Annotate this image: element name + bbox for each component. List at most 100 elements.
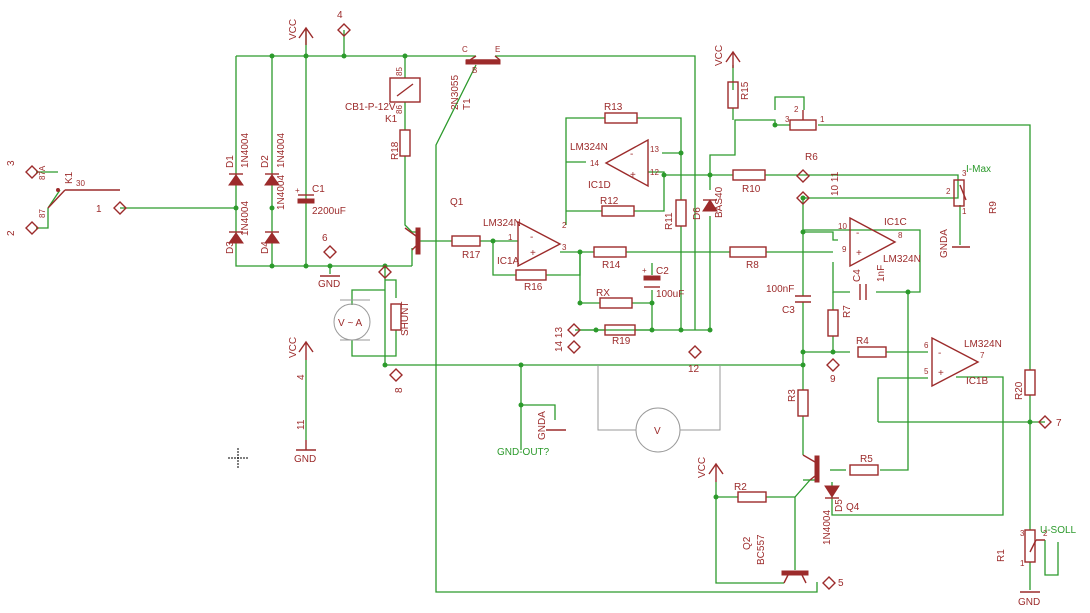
opamp-ic1b: - + LM324N IC1B 6 5 7 bbox=[924, 336, 1002, 388]
svg-text:1: 1 bbox=[820, 115, 825, 124]
svg-text:6: 6 bbox=[924, 341, 929, 350]
pin-label: 3 bbox=[6, 160, 17, 166]
svg-text:-: - bbox=[630, 149, 633, 160]
svg-text:R7: R7 bbox=[842, 305, 853, 318]
resistor-r10: R10 bbox=[732, 169, 766, 195]
svg-text:2: 2 bbox=[794, 105, 799, 114]
svg-text:GND: GND bbox=[318, 279, 340, 290]
gnd-out-label: GND-OUT? bbox=[497, 447, 550, 458]
svg-text:R9: R9 bbox=[988, 201, 999, 214]
svg-text:C1: C1 bbox=[312, 184, 325, 195]
svg-text:D2: D2 bbox=[260, 155, 271, 168]
gnda-symbol: GNDA bbox=[537, 411, 566, 440]
pin-label: 4 bbox=[337, 10, 343, 21]
pin-label: 7 bbox=[1056, 418, 1062, 429]
svg-text:E: E bbox=[495, 45, 500, 54]
svg-text:LM324N: LM324N bbox=[483, 218, 521, 229]
svg-text:LM324N: LM324N bbox=[570, 142, 608, 153]
pin-label: 2 bbox=[6, 230, 17, 236]
pin-label: 9 bbox=[830, 374, 836, 385]
svg-text:1N4004: 1N4004 bbox=[276, 175, 287, 210]
svg-text:RX: RX bbox=[596, 288, 610, 299]
svg-text:2: 2 bbox=[946, 187, 951, 196]
shunt-resistor: SHUNT bbox=[390, 302, 411, 336]
gnd-symbol: GND bbox=[1018, 591, 1040, 608]
resistor-r19: R19 bbox=[604, 324, 636, 347]
opamp-ic1c: - + IC1C LM324N 10 9 8 bbox=[838, 216, 921, 268]
svg-text:C: C bbox=[462, 45, 468, 54]
svg-text:1N4004: 1N4004 bbox=[240, 201, 251, 236]
svg-text:+: + bbox=[295, 186, 300, 195]
svg-text:D1: D1 bbox=[225, 155, 236, 168]
svg-text:IC1D: IC1D bbox=[588, 180, 611, 191]
svg-text:1: 1 bbox=[508, 233, 513, 242]
ammeter: V ~ A bbox=[333, 303, 371, 341]
gnd-symbol: GND bbox=[318, 275, 340, 290]
pin-label: 10 11 bbox=[830, 171, 841, 196]
svg-text:R10: R10 bbox=[742, 184, 761, 195]
relay-switch-k1: 87A 87 30 K1 bbox=[38, 165, 120, 218]
svg-text:IC1A: IC1A bbox=[497, 256, 520, 267]
resistor-r18: R18 bbox=[390, 129, 411, 160]
svg-text:R11: R11 bbox=[664, 212, 675, 230]
svg-text:I-Max: I-Max bbox=[966, 164, 991, 175]
pot-r9: 2 3 1 I-Max R9 bbox=[946, 164, 999, 216]
vcc-symbol: VCC bbox=[288, 19, 314, 45]
svg-text:1N4004: 1N4004 bbox=[240, 133, 251, 168]
resistor-r13: R13 bbox=[604, 102, 638, 124]
svg-text:R14: R14 bbox=[602, 260, 621, 271]
svg-text:R16: R16 bbox=[524, 282, 543, 293]
svg-text:D5: D5 bbox=[834, 499, 845, 512]
svg-text:BC557: BC557 bbox=[756, 534, 767, 565]
svg-text:R12: R12 bbox=[600, 196, 619, 207]
svg-text:GND: GND bbox=[1018, 597, 1040, 608]
svg-text:IC1B: IC1B bbox=[966, 376, 989, 387]
voltmeter: V bbox=[635, 407, 681, 453]
junctions bbox=[233, 53, 1033, 500]
svg-text:1: 1 bbox=[962, 207, 967, 216]
opamp-ic1d: - + LM324N IC1D 14 13 12 bbox=[570, 138, 659, 191]
svg-text:T1: T1 bbox=[462, 98, 473, 110]
pot-r1: 3 2 1 U-SOLL R1 bbox=[996, 525, 1077, 568]
transistor-q2: Q2 BC557 bbox=[742, 534, 809, 584]
diode-d2: D2 1N4004 bbox=[260, 133, 287, 186]
svg-text:GNDA: GNDA bbox=[939, 229, 950, 258]
resistor-r6-label: R6 bbox=[805, 152, 818, 163]
svg-text:3: 3 bbox=[1020, 529, 1025, 538]
pin-label: 1 bbox=[96, 204, 102, 215]
svg-text:C3: C3 bbox=[782, 305, 795, 316]
svg-text:CB1-P-12V: CB1-P-12V bbox=[345, 102, 396, 113]
diode-d6: D6 BAS40 bbox=[692, 186, 725, 220]
vcc-symbol: VCC bbox=[697, 457, 724, 482]
transistor-t1: C E B 2N3055 T1 bbox=[450, 45, 501, 110]
svg-text:U-SOLL: U-SOLL bbox=[1040, 525, 1077, 536]
svg-text:VCC: VCC bbox=[288, 337, 299, 358]
wires bbox=[36, 30, 1059, 593]
svg-text:R2: R2 bbox=[734, 482, 747, 493]
diode-d3: D3 1N4004 bbox=[225, 201, 251, 254]
resistor-r15: R15 bbox=[727, 81, 751, 109]
diode-d4: D4 1N4004 bbox=[260, 175, 287, 254]
pin-label: 4 bbox=[296, 374, 307, 380]
svg-text:+: + bbox=[938, 368, 944, 379]
resistor-r14: R14 bbox=[593, 246, 627, 271]
relay-coil: 85 86 CB1-P-12V K1 bbox=[345, 67, 421, 125]
vcc-symbol: VCC bbox=[714, 45, 741, 68]
svg-text:B: B bbox=[472, 66, 477, 75]
svg-text:1nF: 1nF bbox=[876, 265, 887, 282]
pin-label: 8 bbox=[394, 387, 405, 393]
svg-text:100uF: 100uF bbox=[656, 289, 684, 300]
svg-text:R20: R20 bbox=[1014, 381, 1025, 400]
svg-text:-: - bbox=[938, 348, 941, 359]
svg-text:R5: R5 bbox=[860, 454, 873, 465]
transistor-q1: Q1 bbox=[404, 197, 464, 255]
resistor-r8: R8 bbox=[729, 246, 767, 271]
trim-pot-top: 3 1 2 bbox=[785, 105, 825, 131]
svg-text:R17: R17 bbox=[462, 250, 481, 261]
svg-text:BAS40: BAS40 bbox=[714, 186, 725, 218]
svg-text:3: 3 bbox=[562, 243, 567, 252]
resistor-rx: RX bbox=[596, 288, 633, 309]
svg-text:+: + bbox=[642, 266, 647, 275]
svg-text:1: 1 bbox=[1020, 559, 1025, 568]
